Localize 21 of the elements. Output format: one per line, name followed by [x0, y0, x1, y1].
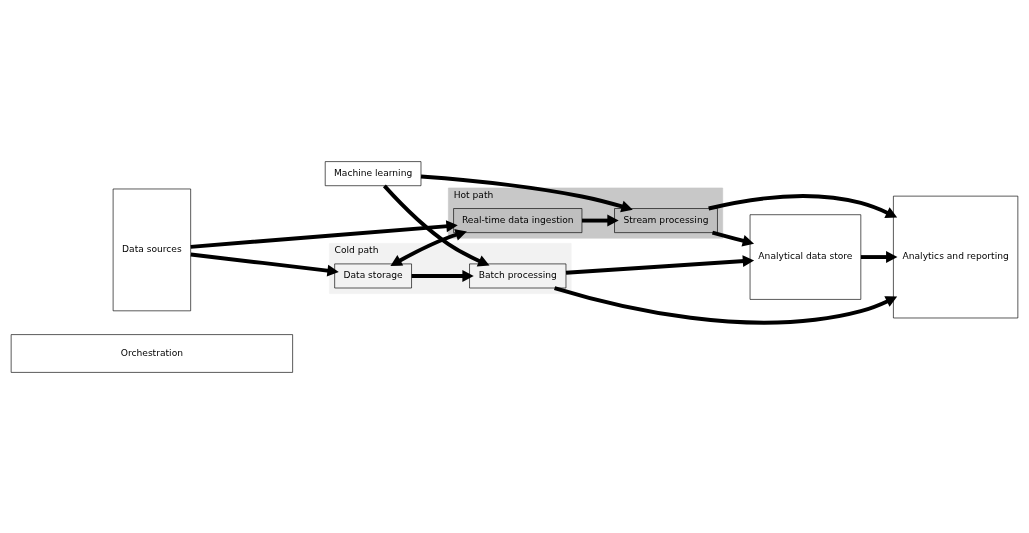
- arrow: [190, 252, 339, 277]
- node-box: Stream processing: [614, 207, 718, 233]
- node-box: Machine learning: [324, 160, 422, 186]
- arrow: [390, 228, 467, 266]
- node-box: Analytics and reporting: [893, 195, 1019, 318]
- arrow: [411, 269, 474, 282]
- arrow: [190, 219, 458, 249]
- arrow: [708, 193, 898, 218]
- node-box: Analytical data store: [749, 213, 862, 300]
- arrow: [554, 285, 898, 324]
- arrow: [582, 214, 619, 227]
- arrow: [711, 230, 755, 247]
- arrow: [382, 184, 490, 266]
- arrow: [565, 254, 755, 275]
- node-box: Data storage: [334, 263, 412, 288]
- arrow: [860, 250, 898, 263]
- node-box: Real-time data ingestion: [453, 207, 583, 233]
- node-box: Data sources: [112, 188, 191, 311]
- node-box: Batch processing: [469, 263, 567, 288]
- node-box: Orchestration: [10, 333, 293, 373]
- arrow: [420, 174, 633, 212]
